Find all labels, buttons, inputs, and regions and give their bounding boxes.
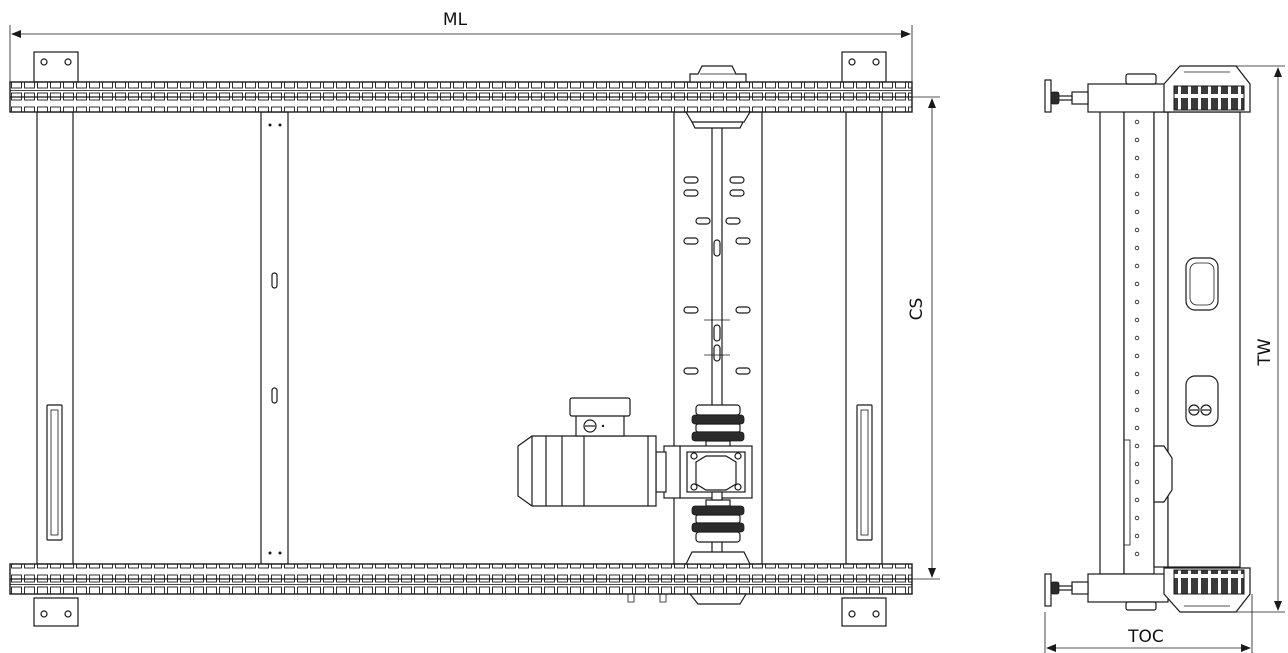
dimension-ml-label: ML	[443, 10, 468, 30]
sprocket-top	[684, 65, 752, 123]
mount-tabs	[33, 51, 887, 627]
dimension-toc: TOC	[1044, 594, 1253, 653]
dimension-tw: TW	[1236, 65, 1285, 613]
dimension-cs-label: CS	[907, 298, 927, 321]
shaft-sprocket-upper	[691, 404, 745, 448]
gear-motor	[517, 397, 753, 507]
dimension-cs: CS	[907, 96, 940, 580]
shaft-sprocket-lower	[691, 499, 745, 543]
dimension-tw-label: TW	[1255, 338, 1275, 366]
side-hole-column	[1134, 119, 1140, 557]
chain-track-bottom	[9, 563, 913, 595]
sprocket-bottom	[627, 551, 751, 605]
side-view	[1044, 65, 1251, 613]
dimension-toc-label: TOC	[1127, 627, 1164, 647]
dimension-ml: ML	[9, 10, 913, 82]
chain-track-top	[9, 81, 913, 113]
